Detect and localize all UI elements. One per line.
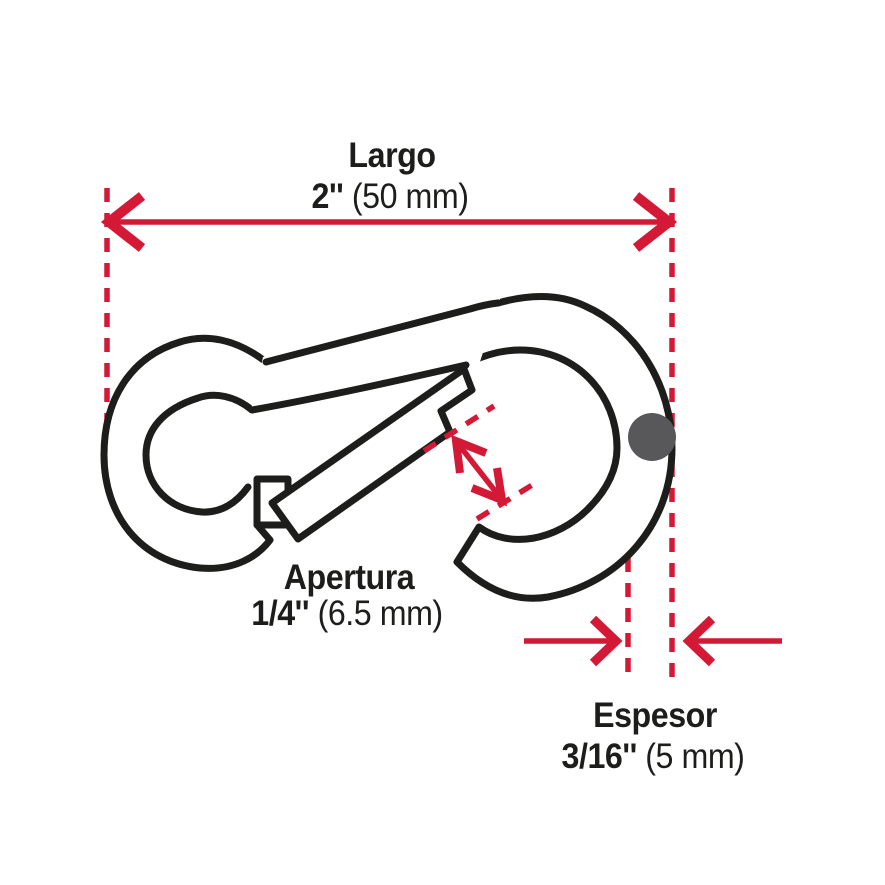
- gate-lever: [268, 365, 476, 543]
- apertura-extension-line-top: [422, 403, 496, 454]
- eye-inner-contour: [142, 391, 256, 516]
- apertura-title: Apertura: [283, 558, 415, 597]
- espesor-label: Espesor: [593, 696, 717, 736]
- apertura-arrowhead-top-icon: [451, 434, 488, 474]
- largo-dimension: [100, 188, 678, 680]
- apertura-value: 1/4'' (6.5 mm): [251, 594, 443, 633]
- hook-body: [453, 293, 676, 602]
- apertura-dimension: [422, 403, 539, 522]
- rivet-dot: [628, 413, 676, 461]
- apertura-extension-line-bottom: [475, 479, 539, 522]
- largo-arrowhead-right-icon: [632, 192, 678, 252]
- shank-top-edge: [262, 299, 502, 366]
- shank-inner-edge: [248, 361, 470, 414]
- espesor-arrowhead-left-icon: [589, 615, 623, 667]
- largo-arrowhead-left-icon: [100, 192, 146, 252]
- espesor-arrowhead-right-icon: [682, 615, 716, 667]
- eye-outer-contour: [100, 334, 274, 572]
- shank-fill: [250, 299, 500, 414]
- largo-title: Largo: [348, 136, 436, 175]
- apertura-label: Apertura: [284, 558, 415, 598]
- espesor-title: Espesor: [593, 696, 717, 735]
- carabiner-drawing: [100, 293, 676, 602]
- apertura-arrowhead-bottom-icon: [470, 467, 508, 507]
- espesor-value: 3/16'' (5 mm): [561, 737, 745, 776]
- largo-value: 2'' (50 mm): [311, 177, 469, 216]
- largo-label: Largo: [348, 136, 436, 176]
- apertura-arrow-shaft: [456, 443, 502, 498]
